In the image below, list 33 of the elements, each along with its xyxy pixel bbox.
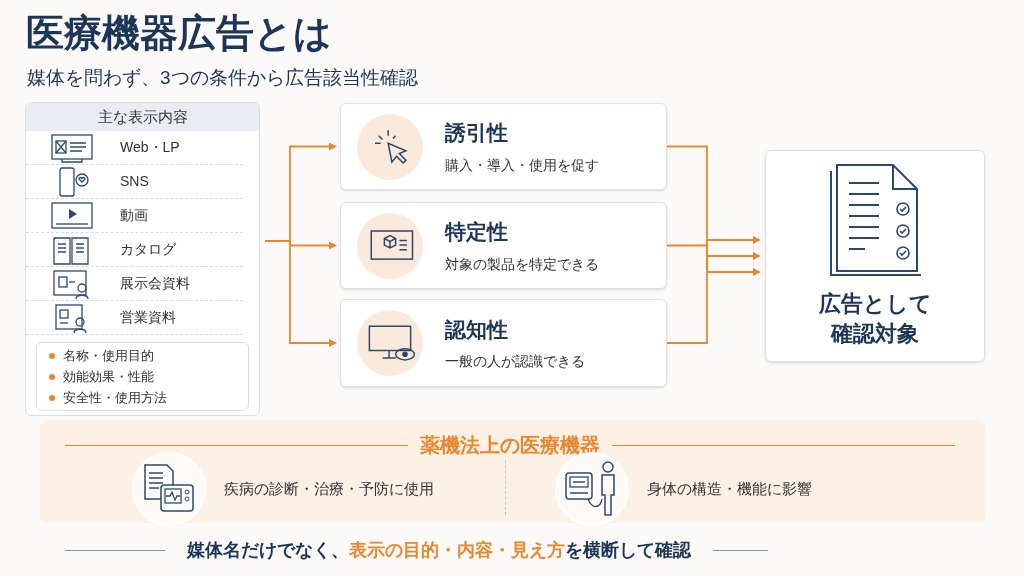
- media-label: SNS: [120, 172, 149, 191]
- definition-band: [40, 420, 985, 523]
- list-item: 名称・使用目的: [63, 347, 154, 365]
- media-label: 展示会資料: [120, 274, 190, 293]
- criterion-heading: 誘引性: [445, 120, 509, 147]
- criterion-heading: 認知性: [445, 316, 509, 343]
- band-item-text: 疾病の診断・治療・予防に使用: [224, 478, 434, 499]
- criterion-heading: 特定性: [445, 219, 509, 246]
- arrow: [666, 244, 761, 260]
- arrow: [666, 145, 761, 276]
- criterion-description: 一般の人が認識できる: [445, 352, 585, 372]
- result-text: 広告として確認対象: [817, 290, 933, 349]
- info-list-box: [36, 342, 249, 411]
- criterion-card: [340, 103, 667, 190]
- arrow: [264, 240, 337, 347]
- criterion-card: [340, 202, 667, 289]
- media-label: カタログ: [120, 240, 176, 259]
- criterion-card: [340, 299, 667, 387]
- list-item: 安全性・使用方法: [63, 389, 167, 407]
- band-item-text: 身体の構造・機能に影響: [647, 478, 812, 499]
- list-item: 効能効果・性能: [63, 368, 154, 386]
- arrow: [666, 236, 761, 344]
- media-label: 営業資料: [120, 308, 176, 327]
- criterion-description: 対象の製品を特定できる: [445, 254, 599, 274]
- media-panel: [25, 102, 260, 416]
- criterion-description: 購入・導入・使用を促す: [445, 155, 599, 175]
- media-label: 動画: [120, 206, 148, 225]
- title: 医療機器広告とは: [26, 11, 332, 56]
- result-card: [765, 150, 985, 362]
- subtitle: 媒体を問わず、3つの条件から広告該当性確認: [27, 66, 418, 90]
- footer-note: 媒体名だけでなく、表示の目的・内容・見え方を横断して確認: [187, 539, 691, 562]
- media-label: Web・LP: [120, 138, 180, 157]
- panel-header: 主な表示内容: [26, 103, 259, 131]
